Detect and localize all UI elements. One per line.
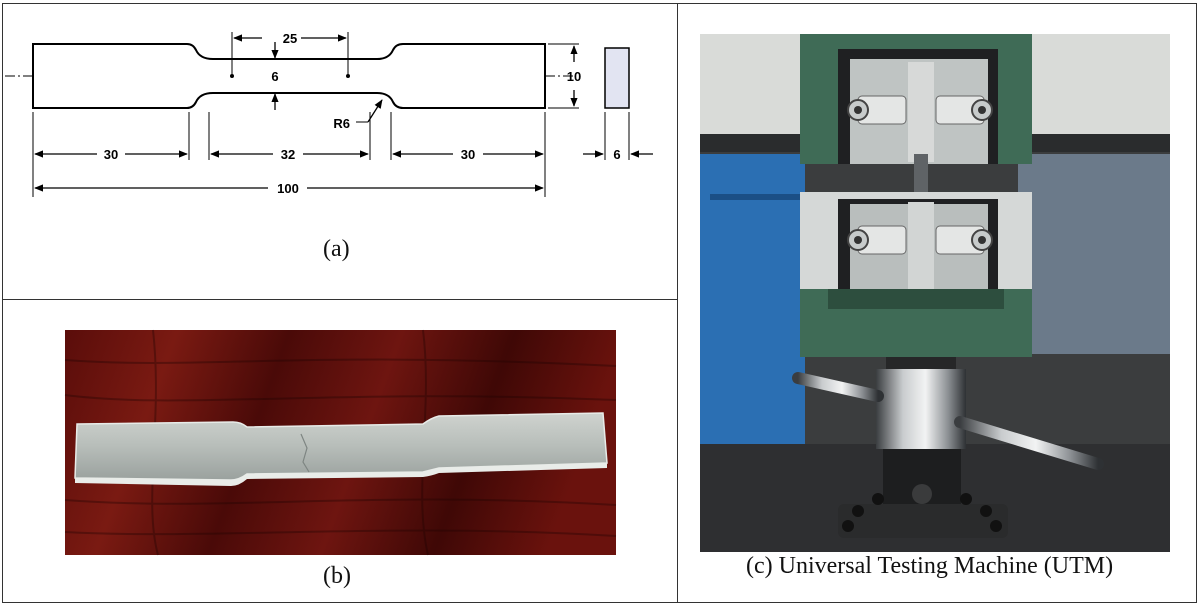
caption-b: (b) — [323, 563, 351, 589]
utm-photo — [700, 34, 1190, 602]
caption-a: (a) — [323, 236, 350, 262]
panel-b-photo: (b) — [3, 300, 677, 602]
specimen-outline — [32, 43, 546, 109]
upper-grip — [800, 34, 1032, 164]
gauge-mark-right — [346, 74, 350, 78]
panel-divider-horizontal — [2, 299, 678, 300]
specimen-drawing: 25 6 10 R6 30 32 30 — [5, 31, 653, 197]
locking-collar — [876, 369, 966, 449]
dim-gauge-length: 25 — [283, 31, 297, 46]
dim-grip-right: 30 — [461, 147, 475, 162]
specimen-photo — [64, 329, 617, 556]
caption-c: (c) Universal Testing Machine (UTM) — [746, 553, 1114, 579]
dim-reduced-section: 32 — [281, 147, 295, 162]
dim-gauge-width: 6 — [271, 69, 278, 84]
dim-fillet-radius: R6 — [333, 116, 350, 131]
panel-c-photo: (c) Universal Testing Machine (UTM) — [678, 4, 1196, 602]
panel-a-drawing: 25 6 10 R6 30 32 30 — [3, 4, 677, 299]
dim-overall-height: 10 — [567, 69, 581, 84]
locking-handles — [792, 372, 1104, 470]
panel-divider-vertical — [677, 3, 678, 603]
dim-overall-length: 100 — [277, 181, 299, 196]
specimen-end-view — [604, 47, 630, 109]
dim-grip-left: 30 — [104, 147, 118, 162]
lower-grip — [800, 192, 1032, 357]
figure-frame — [2, 3, 1197, 603]
blue-cabinet — [700, 154, 805, 444]
dim-thickness: 6 — [613, 147, 620, 162]
gauge-mark-left — [230, 74, 234, 78]
